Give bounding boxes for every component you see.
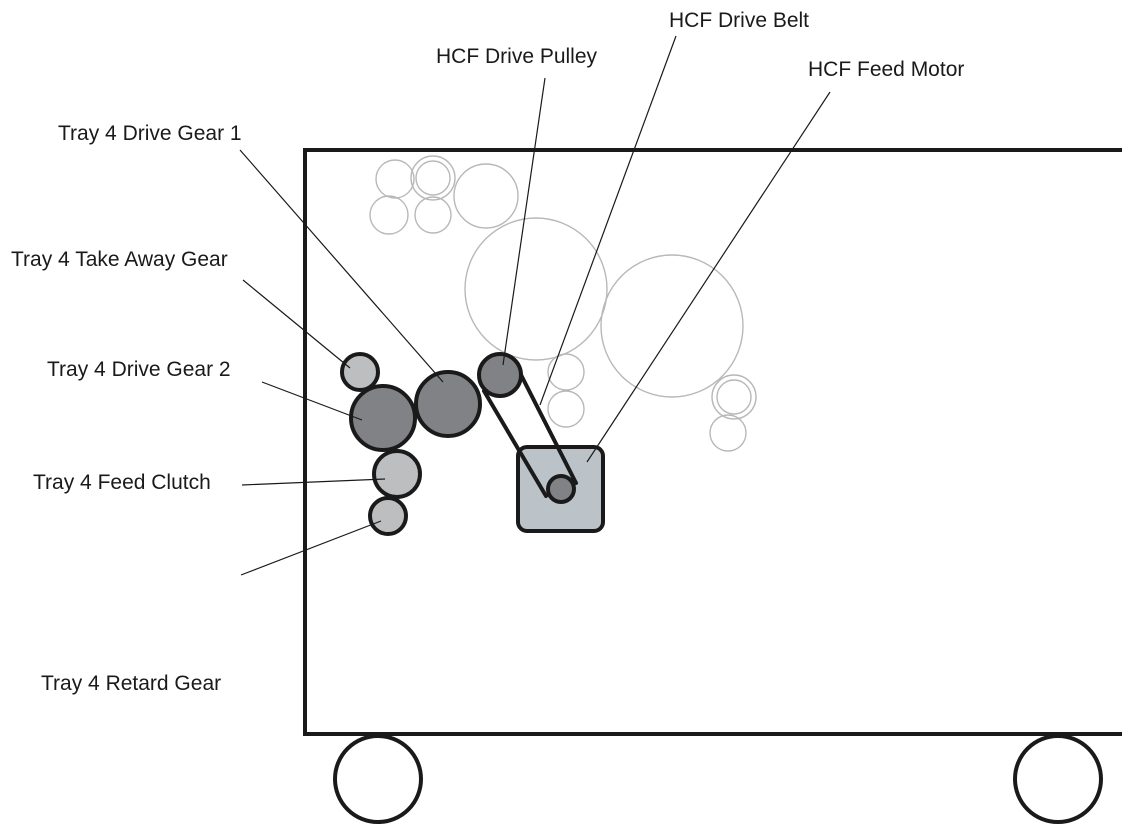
leader-hcf-drive-belt — [539, 35, 677, 406]
caster-wheel-left — [333, 734, 423, 824]
motor-shaft-pulley — [546, 474, 576, 504]
ghost-gear — [547, 353, 585, 391]
leader-hcf-drive-pulley — [502, 77, 546, 366]
tray4-drive-gear-2 — [349, 384, 417, 452]
ghost-gear — [709, 414, 747, 452]
leader-tray4-feed-clutch — [241, 478, 386, 486]
leader-tray4-retard-gear — [240, 520, 382, 576]
tray4-retard-gear — [368, 496, 408, 536]
tray4-feed-clutch — [372, 449, 422, 499]
caster-wheel-right — [1013, 734, 1103, 824]
label-tray4-drive-gear-1: Tray 4 Drive Gear 1 — [58, 122, 242, 145]
label-tray4-retard-gear: Tray 4 Retard Gear — [41, 672, 221, 695]
tray4-drive-gear-1 — [414, 370, 482, 438]
label-tray4-take-away-gear: Tray 4 Take Away Gear — [11, 248, 228, 271]
ghost-gear — [453, 163, 519, 229]
ghost-gear — [716, 379, 752, 415]
ghost-gear — [547, 390, 585, 428]
label-hcf-drive-belt: HCF Drive Belt — [669, 9, 809, 32]
ghost-gear — [711, 374, 757, 420]
label-hcf-feed-motor: HCF Feed Motor — [808, 58, 964, 81]
ghost-gear — [415, 160, 451, 196]
leader-tray4-take-away-gear — [242, 279, 351, 369]
tray4-take-away-gear — [340, 352, 380, 392]
ghost-gear — [464, 217, 608, 361]
label-hcf-drive-pulley: HCF Drive Pulley — [436, 45, 598, 68]
ghost-gear — [369, 195, 409, 235]
machine-frame — [303, 148, 1122, 736]
ghost-gear — [375, 159, 415, 199]
leader-lines — [239, 35, 831, 576]
leader-tray4-drive-gear-1 — [239, 149, 444, 383]
hcf-drive-pulley — [477, 352, 523, 398]
background-gears — [369, 155, 757, 452]
label-tray4-feed-clutch: Tray 4 Feed Clutch — [33, 471, 211, 494]
ghost-gear — [414, 196, 452, 234]
leader-hcf-feed-motor — [586, 91, 831, 463]
leader-tray4-drive-gear-2 — [261, 381, 363, 421]
label-tray4-drive-gear-2: Tray 4 Drive Gear 2 — [47, 358, 231, 381]
hcf-drive-belt — [482, 365, 578, 498]
ghost-gear — [600, 254, 744, 398]
ghost-gear — [410, 155, 456, 201]
